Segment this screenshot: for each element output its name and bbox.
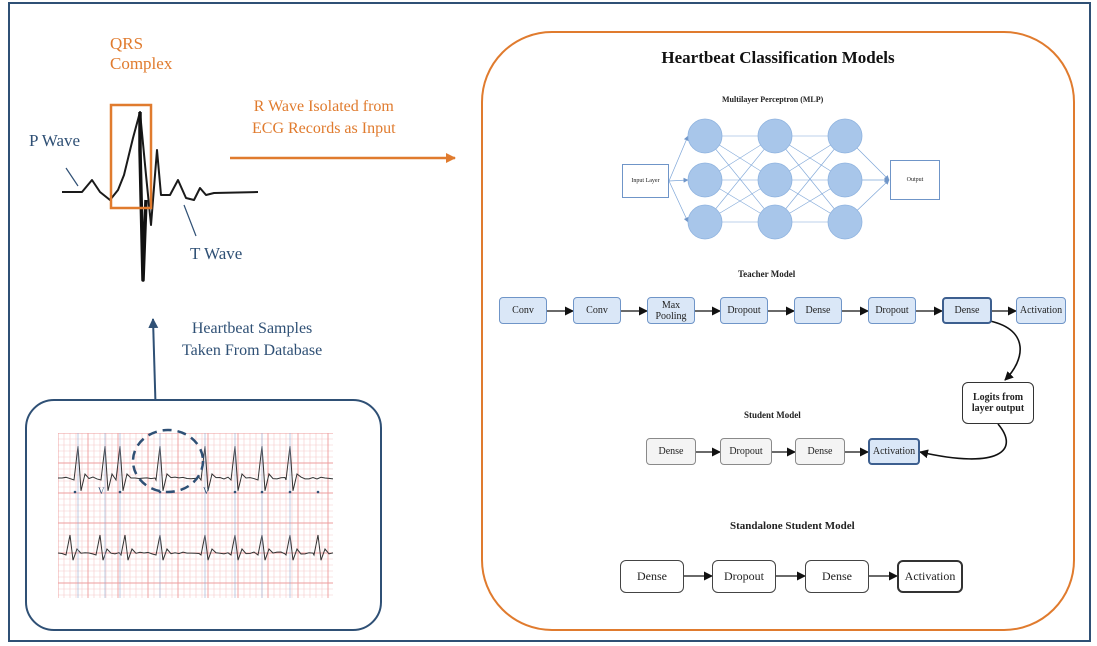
standalone-layer-2: Dropout bbox=[712, 560, 776, 593]
student-layer-3: Dense bbox=[795, 438, 845, 465]
strip-beat-mark-2: V bbox=[203, 486, 210, 496]
beat-dot bbox=[317, 491, 320, 494]
mlp-node bbox=[688, 119, 722, 153]
teacher-layer-3: Max Pooling bbox=[647, 297, 695, 324]
beat-dot bbox=[261, 491, 264, 494]
t-wave-pointer bbox=[184, 205, 196, 236]
mlp-node bbox=[828, 119, 862, 153]
teacher-layer-6: Dropout bbox=[868, 297, 916, 324]
mlp-network bbox=[669, 119, 889, 239]
samples-line2: Taken From Database bbox=[182, 340, 322, 362]
mlp-input-box: Input Layer bbox=[622, 164, 669, 198]
student-title: Student Model bbox=[744, 410, 801, 420]
mlp-node bbox=[828, 163, 862, 197]
qrs-label-line2: Complex bbox=[110, 54, 172, 74]
logits-box: Logits from layer output bbox=[962, 382, 1034, 424]
ecg-waveform bbox=[62, 112, 258, 225]
mlp-output-box: Output bbox=[890, 160, 940, 200]
teacher-layer-5: Dense bbox=[794, 297, 842, 324]
mlp-node bbox=[758, 163, 792, 197]
t-wave-label: T Wave bbox=[190, 244, 242, 264]
teacher-layer-8: Activation bbox=[1016, 297, 1066, 324]
teacher-layer-1: Conv bbox=[499, 297, 547, 324]
mlp-node bbox=[688, 163, 722, 197]
standalone-layer-4: Activation bbox=[897, 560, 963, 593]
qrs-label-line1: QRS bbox=[110, 34, 172, 54]
samples-line1: Heartbeat Samples bbox=[182, 318, 322, 340]
qrs-label: QRS Complex bbox=[110, 34, 172, 74]
student-layer-4: Activation bbox=[868, 438, 920, 465]
standalone-title: Standalone Student Model bbox=[730, 520, 855, 532]
mlp-node bbox=[758, 119, 792, 153]
p-wave-pointer bbox=[66, 168, 78, 186]
standalone-layer-3: Dense bbox=[805, 560, 869, 593]
standalone-layer-1: Dense bbox=[620, 560, 684, 593]
beat-dot bbox=[74, 491, 77, 494]
r-wave-label: R Wave Isolated from ECG Records as Inpu… bbox=[252, 96, 396, 140]
strip-beat-mark-1: V bbox=[98, 486, 105, 496]
beat-dot bbox=[119, 491, 122, 494]
r-wave-line1: R Wave Isolated from bbox=[252, 96, 396, 118]
beat-dot bbox=[289, 491, 292, 494]
p-wave-label: P Wave bbox=[29, 131, 80, 151]
r-wave-line2: ECG Records as Input bbox=[252, 118, 396, 140]
student-layer-1: Dense bbox=[646, 438, 696, 465]
teacher-layer-7: Dense bbox=[942, 297, 992, 324]
mlp-title: Multilayer Perceptron (MLP) bbox=[722, 95, 823, 104]
teacher-title: Teacher Model bbox=[738, 269, 795, 279]
samples-label: Heartbeat Samples Taken From Database bbox=[182, 318, 322, 362]
models-title: Heartbeat Classification Models bbox=[482, 48, 1074, 68]
teacher-layer-4: Dropout bbox=[720, 297, 768, 324]
mlp-node bbox=[828, 205, 862, 239]
mlp-node bbox=[758, 205, 792, 239]
beat-dot bbox=[234, 491, 237, 494]
student-layer-2: Dropout bbox=[720, 438, 772, 465]
mlp-node bbox=[688, 205, 722, 239]
teacher-layer-2: Conv bbox=[573, 297, 621, 324]
